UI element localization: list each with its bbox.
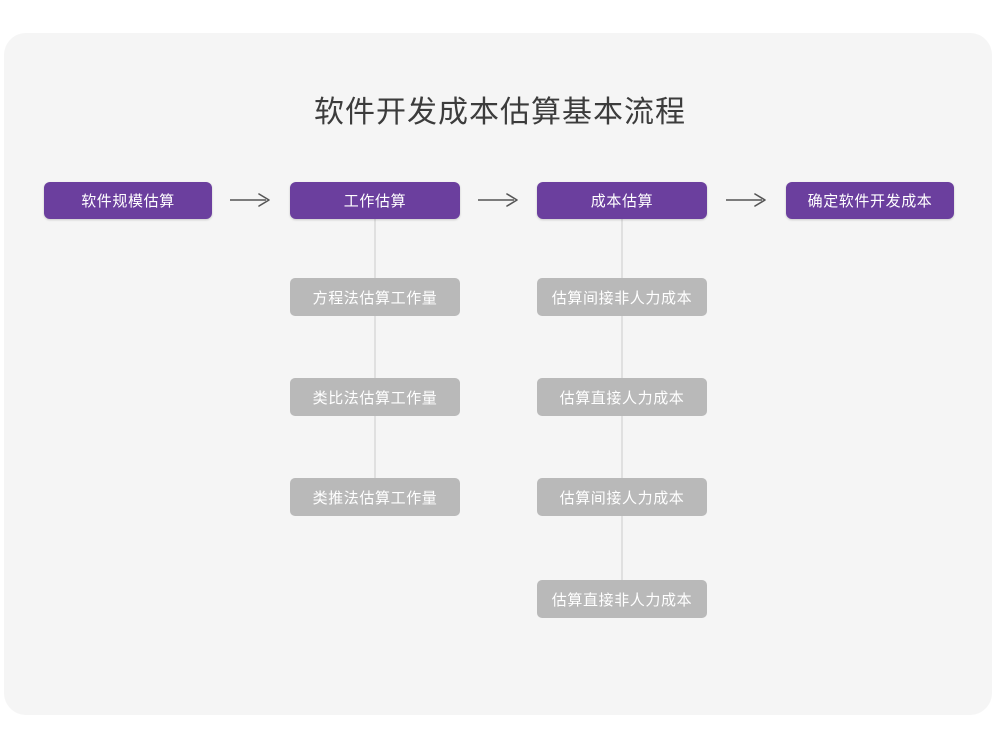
stage-node-work-estimation[interactable]: 工作估算 — [290, 182, 460, 219]
arrow-stage-1-to-stage-2 — [229, 190, 273, 210]
substep-node-direct-labor-cost[interactable]: 估算直接人力成本 — [537, 378, 707, 416]
substep-node-equation-method-workload[interactable]: 方程法估算工作量 — [290, 278, 460, 316]
stage-node-cost-estimation[interactable]: 成本估算 — [537, 182, 707, 219]
arrow-stage-3-to-stage-4 — [725, 190, 769, 210]
substep-node-indirect-non-labor-cost[interactable]: 估算间接非人力成本 — [537, 278, 707, 316]
connector-stage-2 — [374, 219, 376, 509]
stage-node-determine-development-cost[interactable]: 确定软件开发成本 — [786, 182, 954, 219]
diagram-panel — [4, 33, 992, 715]
page-title: 软件开发成本估算基本流程 — [314, 96, 686, 129]
stage-node-software-scale-estimation[interactable]: 软件规模估算 — [44, 182, 212, 219]
substep-node-indirect-labor-cost[interactable]: 估算间接人力成本 — [537, 478, 707, 516]
substep-node-direct-non-labor-cost[interactable]: 估算直接非人力成本 — [537, 580, 707, 618]
substep-node-inference-method-workload[interactable]: 类推法估算工作量 — [290, 478, 460, 516]
arrow-stage-2-to-stage-3 — [477, 190, 521, 210]
substep-node-analogy-method-workload[interactable]: 类比法估算工作量 — [290, 378, 460, 416]
